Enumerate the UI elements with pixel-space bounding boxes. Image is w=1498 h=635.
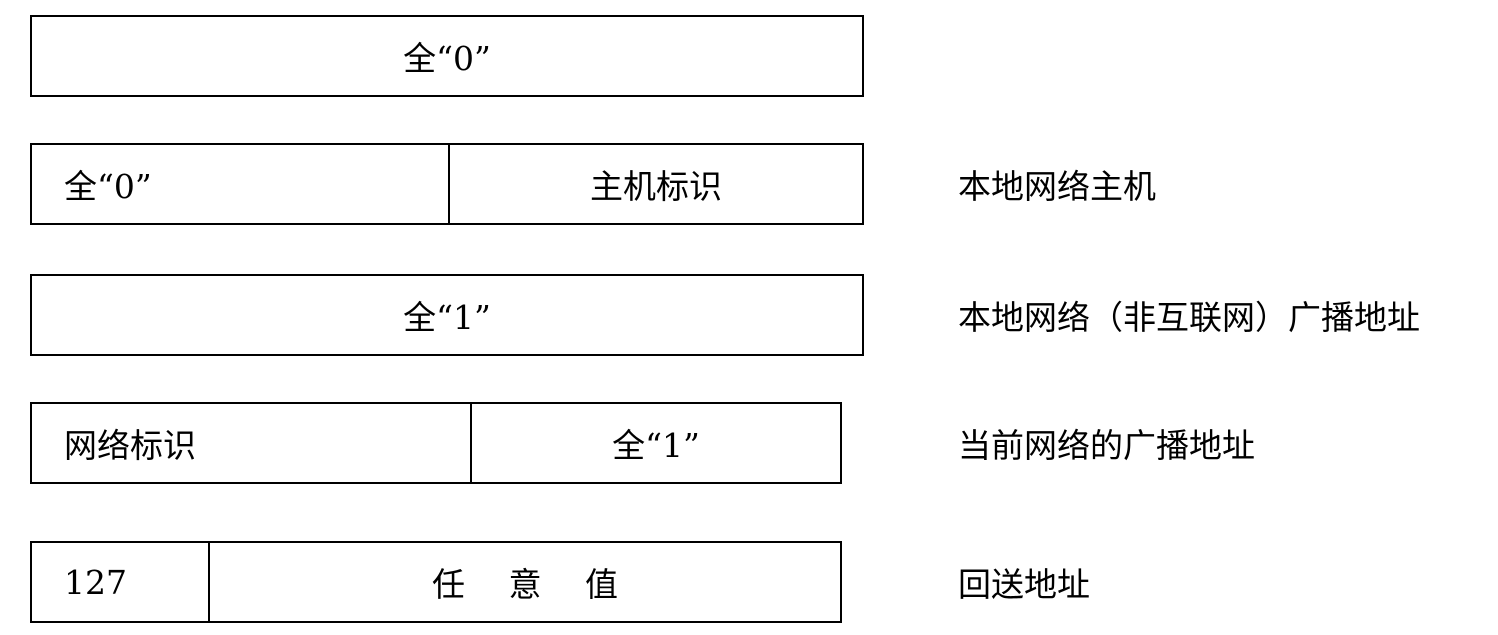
address-format-loopback: 127 任 意 值	[30, 541, 842, 623]
description-loopback: 回送地址	[958, 565, 1090, 604]
field-network-all-zero: 全“0”	[64, 167, 152, 206]
field-127: 127	[64, 562, 127, 602]
address-format-all-zero: 全“0”	[30, 15, 864, 97]
description-directed-broadcast: 当前网络的广播地址	[958, 426, 1255, 465]
field-network-id: 网络标识	[64, 426, 196, 465]
address-format-directed-broadcast: 网络标识 全“1”	[30, 402, 842, 484]
field-all-one: 全“1”	[403, 298, 491, 337]
description-local-host: 本地网络主机	[958, 167, 1156, 206]
field-host-id: 主机标识	[448, 145, 862, 223]
field-all-zero: 全“0”	[403, 39, 491, 78]
field-host-all-one: 全“1”	[470, 404, 840, 482]
description-limited-broadcast: 本地网络（非互联网）广播地址	[958, 298, 1420, 337]
address-format-limited-broadcast: 全“1”	[30, 274, 864, 356]
field-any-value: 任 意 值	[208, 543, 840, 621]
address-format-local-host: 全“0” 主机标识	[30, 143, 864, 225]
